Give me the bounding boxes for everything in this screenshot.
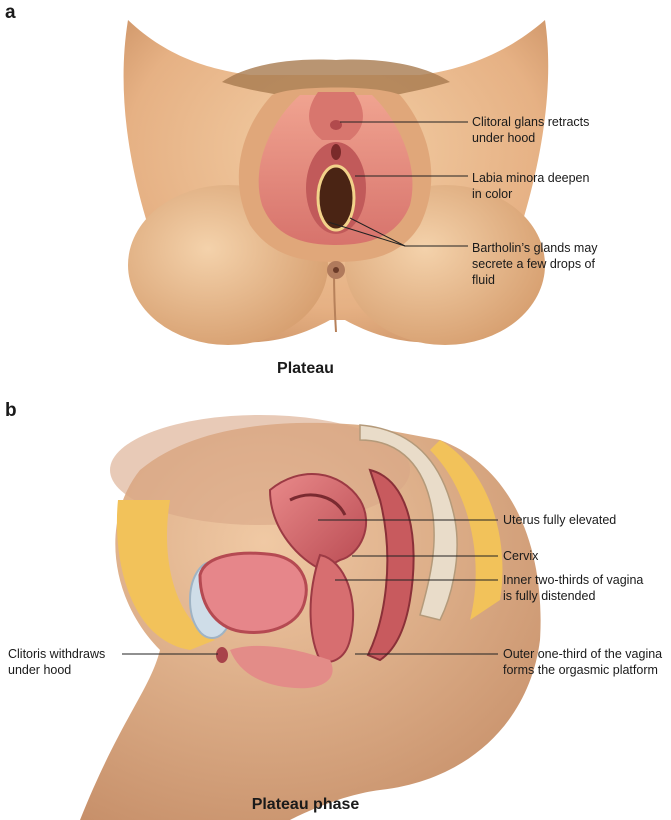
label-cervix: Cervix [503, 549, 539, 563]
external-genitalia [230, 645, 333, 689]
anterior-fat-layer [116, 500, 215, 650]
clitoral-glans [330, 120, 342, 130]
label-uterus-fully-elevated: Uterus fully elevated [503, 513, 617, 527]
label-clitoris-withdraws: Clitoris withdraws under hood [8, 647, 106, 677]
bladder [198, 551, 308, 635]
posterior-fat-layer [430, 440, 503, 620]
panel-b-letter: b [5, 400, 17, 421]
label-inner-two-thirds-vagina: Inner two-thirds of vagina is fully dist… [503, 573, 644, 603]
rectum [366, 468, 415, 662]
label-labia-minora-deepen: Labia minora deepen in color [472, 171, 590, 201]
sacrum-spine [359, 424, 458, 621]
panel-a-letter: a [5, 2, 16, 23]
label-bartholins-glands: Bartholin’s glands may secrete a few dro… [472, 241, 598, 287]
clitoris [216, 647, 228, 663]
panel-a-caption: Plateau [277, 360, 334, 377]
pubic-hair [222, 59, 450, 95]
panel-b-caption: Plateau phase [251, 796, 360, 813]
clitoral-hood [309, 92, 363, 140]
label-clitoral-glans-retracts: Clitoral glans retracts under hood [472, 115, 590, 145]
urethral-opening [331, 144, 341, 160]
label-outer-one-third-vagina: Outer one-third of the vagina forms the … [503, 647, 663, 677]
